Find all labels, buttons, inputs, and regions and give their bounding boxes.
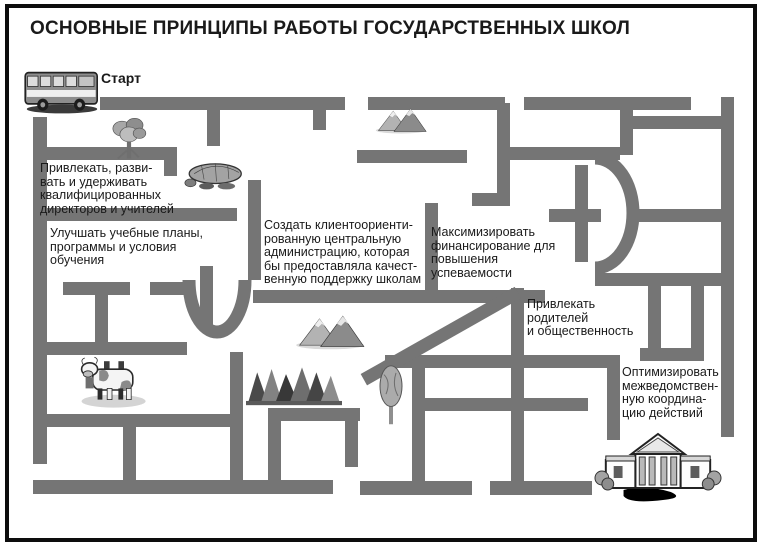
maze-wall [425,203,438,290]
school-building-icon [594,432,722,502]
maze-wall [345,421,358,467]
tree-icon [112,118,147,160]
poplar-icon [376,364,406,426]
engage-parents-label: Привлекать родителей и общественность [527,297,634,338]
optimize-coordination-label: Оптимизировать межведомствен- ную коорди… [622,365,719,420]
maze-wall [633,116,721,129]
maze-wall [200,266,213,328]
turtle-icon [184,163,242,190]
maze-wall [368,97,505,110]
maze-arc-wall [182,279,252,339]
maze-wall [497,103,510,193]
improve-curricula-label: Улучшать учебные планы, программы и усло… [50,226,203,267]
maximize-funding-label: Максимизировать финансирование для повыш… [431,225,556,280]
maze-wall [385,355,613,368]
maze-wall [33,480,333,494]
maze-wall [268,421,281,480]
maze-wall [47,208,237,221]
poplar-tree-icon [379,365,403,425]
maze-wall [524,97,691,110]
turtle-icon [183,158,245,194]
maze-wall [360,481,472,495]
maze-wall [268,408,360,421]
maze-wall [100,97,345,110]
maze-wall [357,150,467,163]
maze-wall [313,110,326,130]
mountains-icon [296,315,365,350]
maze-wall [721,97,734,437]
mountains-icon [295,312,365,350]
maze-wall [490,481,592,495]
maze-wall [95,295,108,347]
maze-wall [511,368,524,481]
mountains-icon [375,106,427,134]
maze-wall [595,273,721,286]
building-icon [594,426,722,506]
cow-icon [72,350,152,410]
maze-wall [248,180,261,280]
maze-wall [253,290,545,303]
maze-wall [40,414,243,427]
bus-icon [24,71,98,114]
maze-wall [33,342,187,355]
maze-wall [33,117,47,464]
mountains-icon [375,108,427,134]
tree-icon [108,116,150,162]
forest-icon [246,364,342,406]
maze-wall [418,398,588,411]
maze-wall [640,348,704,361]
maze-wall [472,193,510,206]
maze-wall [207,110,220,146]
maze-wall [510,147,620,160]
maze-wall [47,147,177,160]
maze-wall [511,288,524,355]
maze-wall [620,110,633,155]
cow-icon [80,356,146,408]
maze-wall [412,368,425,481]
client-admin-label: Создать клиентоориенти- рованную централ… [264,218,422,286]
start-label: Старт [101,70,141,86]
maze-wall [607,355,620,440]
maze-wall [63,282,130,295]
attract-teachers-label: Привлекать, разви- вать и удерживать ква… [40,161,174,216]
maze-wall [164,160,177,176]
maze-wall [150,282,186,295]
maze-wall [549,209,601,222]
maze-wall [648,286,661,348]
maze-wall [691,286,704,348]
maze-wall [632,209,721,222]
diagram-title: ОСНОВНЫЕ ПРИНЦИПЫ РАБОТЫ ГОСУДАРСТВЕННЫХ… [30,18,631,39]
bus-icon [22,64,102,116]
forest-icon [246,367,342,406]
maze-wall [123,427,136,480]
